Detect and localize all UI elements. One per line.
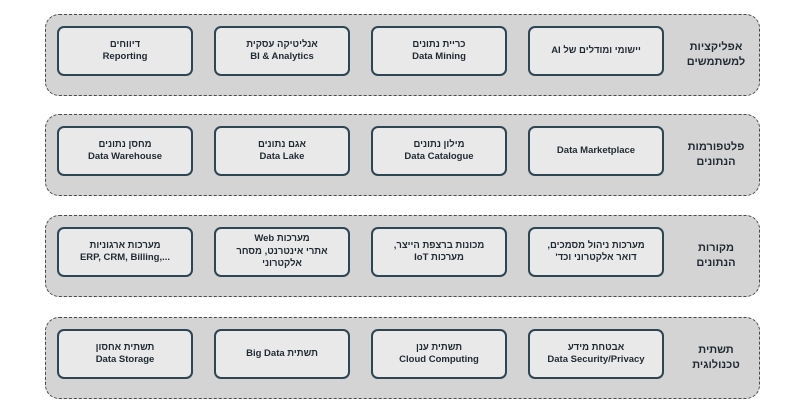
- layer-data-sources: מקורות הנתונים מערכות ניהול מסמכים, דואר…: [45, 215, 760, 297]
- layer-data-platforms: פלטפורמות הנתונים Data Marketplace מילון…: [45, 114, 760, 196]
- box-label-en: Data Warehouse: [87, 151, 163, 162]
- box-label-he: דיווחים: [109, 38, 141, 50]
- box-data-marketplace: Data Marketplace: [528, 126, 664, 176]
- box-label-he: מחסן נתונים: [98, 138, 152, 150]
- layer-label-line: מקורות: [698, 242, 734, 255]
- box-label-en: BI & Analytics: [250, 51, 314, 62]
- box-web-systems: מערכות Web אתרי אינטרנט, מסחר אלקטרוני: [214, 227, 350, 277]
- box-label-he: תשתית ענן: [415, 341, 463, 353]
- box-label-he: מערכות ניהול מסמכים, דואר אלקטרוני וכד': [547, 239, 645, 263]
- box-reporting: דיווחים Reporting: [57, 26, 193, 76]
- box-label-he: כריית נתונים: [412, 38, 466, 50]
- box-cloud-computing: תשתית ענן Cloud Computing: [371, 329, 507, 379]
- box-label-he: מערכות ארגוניות: [89, 239, 161, 251]
- box-label-en: Reporting: [102, 51, 148, 62]
- box-big-data: תשתית Big Data: [214, 329, 350, 379]
- box-bi-analytics: אנליטיקה עסקית BI & Analytics: [214, 26, 350, 76]
- box-label-en: Data Security/Privacy: [547, 354, 645, 365]
- layer-label-line: אפליקציות: [689, 41, 743, 54]
- layer-label-line: הנתונים: [696, 257, 736, 269]
- layer-label: פלטפורמות הנתונים: [681, 115, 751, 195]
- box-data-lake: אגם נתונים Data Lake: [214, 126, 350, 176]
- layer-label-line: הנתונים: [696, 156, 736, 168]
- box-label-en: Data Storage: [95, 354, 155, 365]
- box-iot-systems: מכונות ברצפת הייצר, מערכות IoT: [371, 227, 507, 277]
- layer-label: תשתית טכנולוגית: [681, 318, 751, 398]
- box-label-en: Data Mining: [412, 51, 466, 62]
- layer-label: אפליקציות למשתמשים: [681, 15, 751, 95]
- box-label-en: Data Catalogue: [404, 151, 474, 162]
- layer-label: מקורות הנתונים: [681, 216, 751, 296]
- box-label-he: תשתית אחסון: [95, 341, 155, 353]
- box-label-he: אנליטיקה עסקית: [246, 38, 318, 50]
- box-label-he: תשתית Big Data: [246, 347, 318, 359]
- box-data-mining: כריית נתונים Data Mining: [371, 26, 507, 76]
- box-data-security: אבטחת מידע Data Security/Privacy: [528, 329, 664, 379]
- box-enterprise-systems: מערכות ארגוניות ERP, CRM, Billing,...: [57, 227, 193, 277]
- box-data-warehouse: מחסן נתונים Data Warehouse: [57, 126, 193, 176]
- box-label-en: Data Lake: [259, 151, 305, 162]
- layer-label-line: למשתמשים: [686, 56, 746, 68]
- box-label-en: Data Marketplace: [556, 144, 636, 156]
- box-document-management: מערכות ניהול מסמכים, דואר אלקטרוני וכד': [528, 227, 664, 277]
- box-label-he: מערכות Web אתרי אינטרנט, מסחר אלקטרוני: [236, 233, 328, 270]
- layer-label-line: טכנולוגית: [692, 359, 740, 371]
- box-label-he: אגם נתונים: [258, 138, 306, 150]
- box-label-en: ERP, CRM, Billing,...: [79, 252, 171, 263]
- box-ai-applications: יישומי ומודלים של AI: [528, 26, 664, 76]
- box-label-he: אבטחת מידע: [567, 341, 625, 353]
- layer-label-line: תשתית: [698, 344, 734, 357]
- box-label-en: Cloud Computing: [399, 354, 479, 365]
- box-data-catalogue: מילון נתונים Data Catalogue: [371, 126, 507, 176]
- layer-label-line: פלטפורמות: [687, 141, 745, 154]
- layer-tech-infrastructure: תשתית טכנולוגית אבטחת מידע Data Security…: [45, 317, 760, 399]
- layer-user-applications: אפליקציות למשתמשים יישומי ומודלים של AI …: [45, 14, 760, 96]
- box-label-he: מילון נתונים: [413, 138, 465, 150]
- box-data-storage: תשתית אחסון Data Storage: [57, 329, 193, 379]
- box-label-he: מכונות ברצפת הייצר, מערכות IoT: [393, 239, 485, 263]
- box-label-he: יישומי ומודלים של AI: [551, 44, 641, 56]
